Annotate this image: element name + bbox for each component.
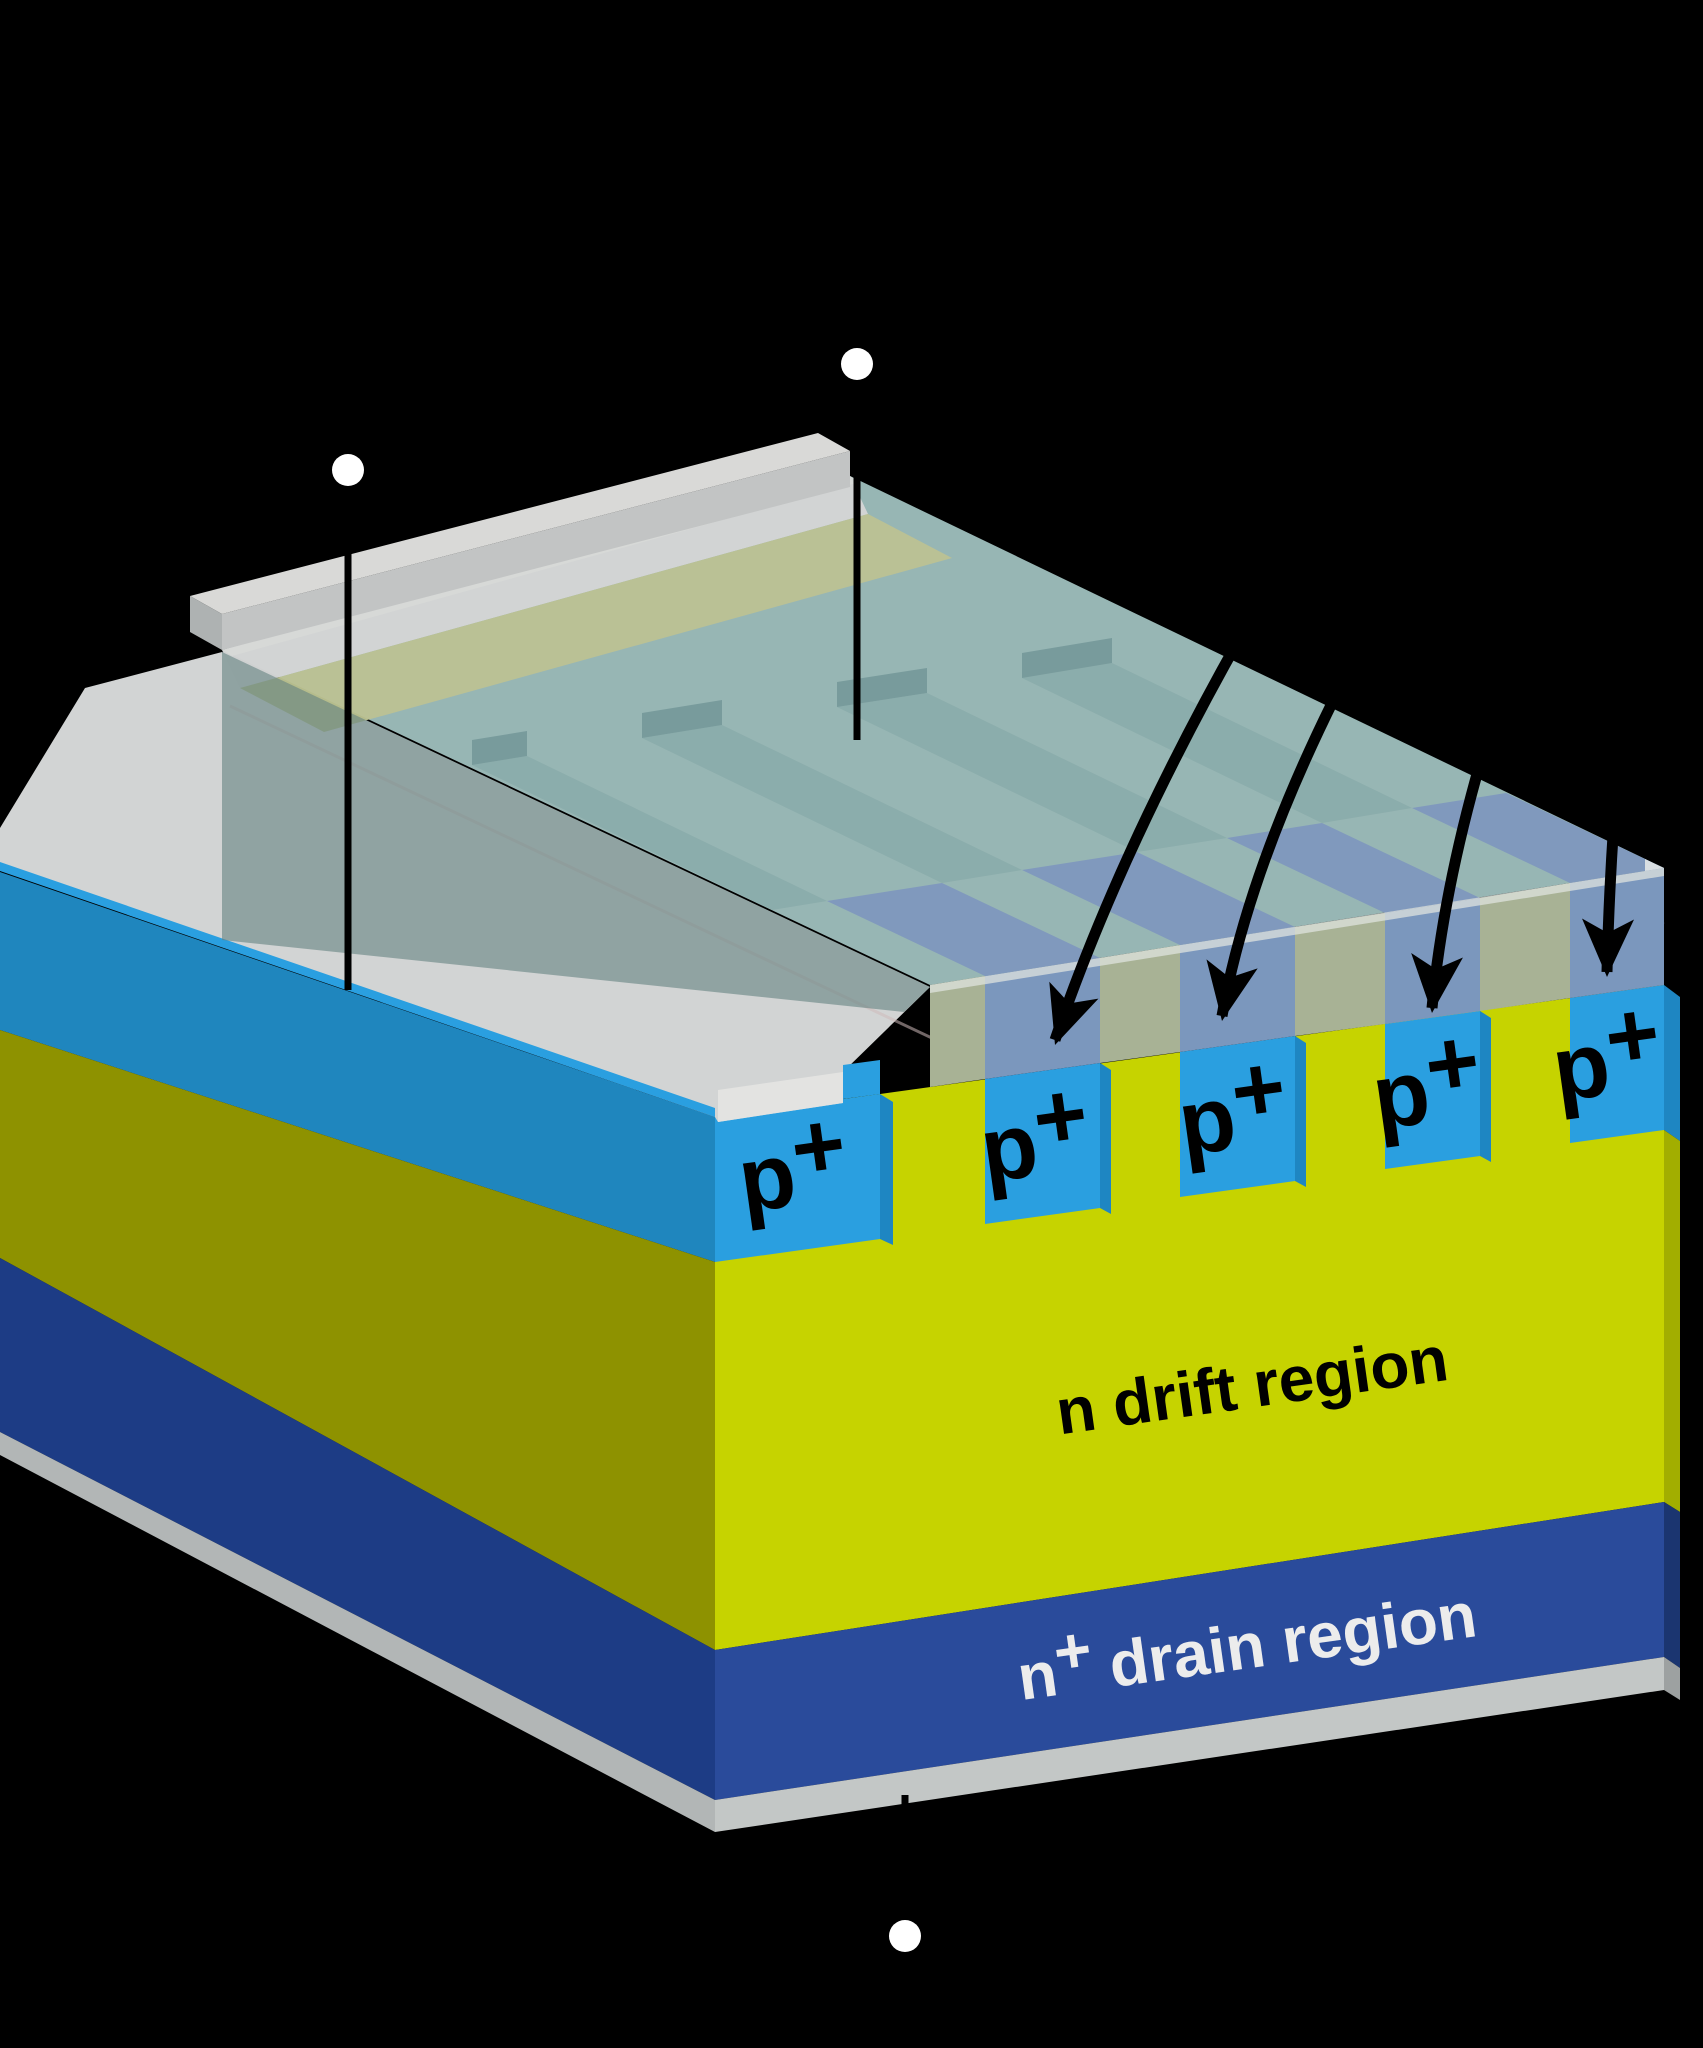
plate-glass-overlay: [222, 476, 1664, 985]
plate-left-wall: [222, 652, 930, 1012]
p-plus-stripe-3-front: [1385, 1011, 1480, 1169]
bar-front-face: [222, 451, 850, 650]
implant-arrows: [1049, 557, 1631, 1042]
groove-band-3: [1022, 663, 1412, 823]
groove-band-2: [837, 693, 1227, 852]
drain-right-side: [1664, 1502, 1680, 1668]
drift-region-left-face: [0, 1030, 715, 1650]
drain-metal-left-face: [0, 1432, 715, 1832]
apron-guard-gap: [930, 976, 985, 1087]
p-plus-layer-left-face: [0, 872, 715, 1262]
implant-arrow-1-shaft: [1049, 557, 1290, 1042]
implant-arrowhead-2: [1206, 959, 1258, 1021]
apron-gap-3: [1480, 883, 1570, 1011]
implant-arrowheads: [1049, 918, 1635, 1045]
p-plus-stripe-3-label: p+: [1363, 1009, 1489, 1149]
plate-back-olive-band: [240, 514, 952, 732]
drain-region-left-face: [0, 1258, 715, 1800]
drain-metal-front-face: [715, 1657, 1664, 1832]
p-plus-stripe-3-side: [1480, 1011, 1491, 1162]
plate-back-gray-band: [222, 476, 868, 688]
p-plus-stripe-1-label: p+: [971, 1062, 1097, 1202]
apron-gap-1: [1100, 945, 1180, 1063]
p-plus-stripe-4-label: p+: [1543, 981, 1669, 1121]
p-plus-stripe-1-front: [985, 1063, 1100, 1224]
metal-right-side: [1664, 1657, 1680, 1700]
stripe-top-3: [1227, 823, 1480, 913]
p-plus-right-side: [1664, 985, 1680, 1141]
p-plus-stripe-2-front: [1180, 1036, 1295, 1197]
bar-left-end-face: [190, 596, 222, 650]
p-plus-outcrop-sliver: [0, 862, 715, 1117]
drain-region-front-face: [715, 1502, 1664, 1800]
passivation-plate: [222, 476, 1665, 1087]
drift-right-side: [1664, 1130, 1680, 1512]
back-contact-bar: [190, 433, 850, 650]
callout-dot-top-left: [332, 454, 364, 486]
stripe-top-2: [1022, 852, 1295, 945]
groove-end-wall-0: [472, 731, 527, 765]
p-plus-stripe-1-side: [1100, 1063, 1111, 1214]
p-plus-guard-label: p+: [729, 1092, 855, 1232]
implant-arrow-2-shaft: [1216, 582, 1400, 1017]
callout-dot-bottom: [889, 1920, 921, 1952]
stripe-top-1: [827, 883, 1100, 976]
rim-front-end-face: [718, 1072, 843, 1122]
groove-end-wall-3: [1022, 638, 1112, 678]
implant-arrowhead-4: [1582, 918, 1635, 977]
p-plus-regions: [715, 985, 1664, 1262]
groove-band-0: [472, 756, 827, 910]
p-plus-guard-front-face: [715, 1094, 880, 1262]
implant-arrowhead-1: [1049, 981, 1099, 1045]
p-plus-stripe-2-side: [1295, 1036, 1306, 1187]
bar-top-face: [190, 433, 850, 614]
die-left-faces: [0, 872, 715, 1832]
stripe-top-4: [1412, 793, 1664, 883]
groove-band-1: [642, 725, 1022, 883]
groove-end-wall-1: [642, 700, 722, 738]
plate-front-edge-highlight: [930, 868, 1664, 993]
implant-arrow-3-shaft: [1426, 638, 1526, 1009]
p-plus-stripe-4-front: [1570, 985, 1664, 1143]
callouts: [332, 348, 921, 1952]
p-plus-guard-top-sliver: [843, 1060, 880, 1099]
p-plus-guard-side: [880, 1094, 893, 1245]
apron-gap-2: [1295, 913, 1385, 1036]
implant-arrowhead-3: [1411, 952, 1463, 1013]
callout-dot-top-center: [841, 348, 873, 380]
